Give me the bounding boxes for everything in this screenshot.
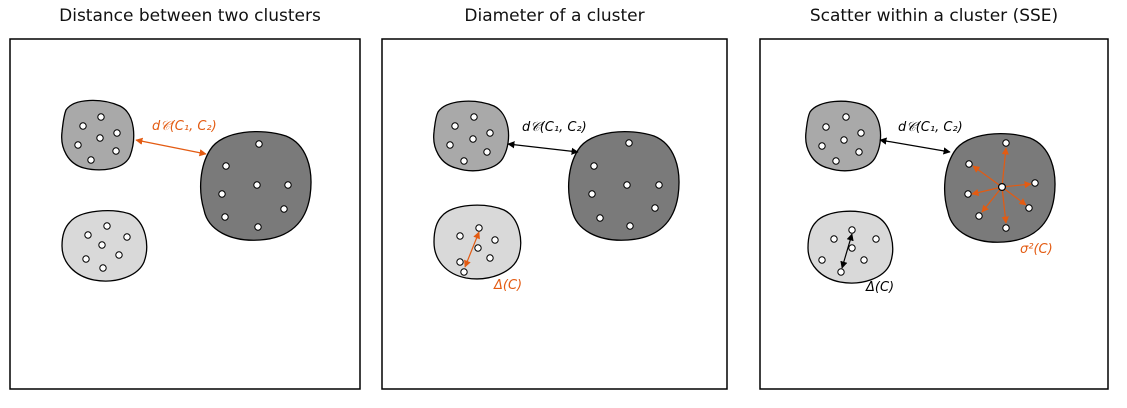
panel-1-distance-label: d𝒞(C₁, C₂): [152, 119, 217, 134]
panel-1-points: [74, 113, 292, 272]
panel-2-cluster-c3: [433, 204, 522, 280]
panel-1-distance-arrow: [135, 137, 207, 157]
panel-1: d𝒞(C₁, C₂): [9, 38, 361, 390]
panel-3-scatter-arrows: [971, 147, 1032, 224]
panel-3-distance-label: d𝒞(C₁, C₂): [898, 120, 963, 135]
panel-2-diameter-arrow: [464, 231, 480, 268]
panel-2-frame: [381, 38, 728, 390]
panel-2-distance-label: d𝒞(C₁, C₂): [522, 120, 587, 135]
panel-2-distance-arrow: [507, 141, 579, 155]
panel-3-diameter-label: Δ(C): [865, 280, 894, 295]
panel-3-points: [818, 113, 1039, 276]
panel-2: d𝒞(C₁, C₂) Δ(C): [381, 38, 728, 390]
panel-2-diameter-label: Δ(C): [493, 278, 522, 293]
panel-3-diameter-arrow: [840, 233, 854, 269]
panel-3-centroid: [997, 183, 1006, 192]
panel-1-frame: [9, 38, 361, 390]
panel-3-distance-arrow: [879, 137, 951, 155]
panel-3-frame: [759, 38, 1109, 390]
panel-3: d𝒞(C₁, C₂) Δ(C) σ²(C): [759, 38, 1109, 390]
panel-1-title: Distance between two clusters: [59, 6, 321, 26]
panel-3-cluster-c1: [805, 100, 882, 172]
panel-3-scatter-label: σ²(C): [1020, 242, 1053, 257]
panel-3-title: Scatter within a cluster (SSE): [809, 6, 1059, 26]
panel-2-title: Diameter of a cluster: [464, 6, 645, 26]
